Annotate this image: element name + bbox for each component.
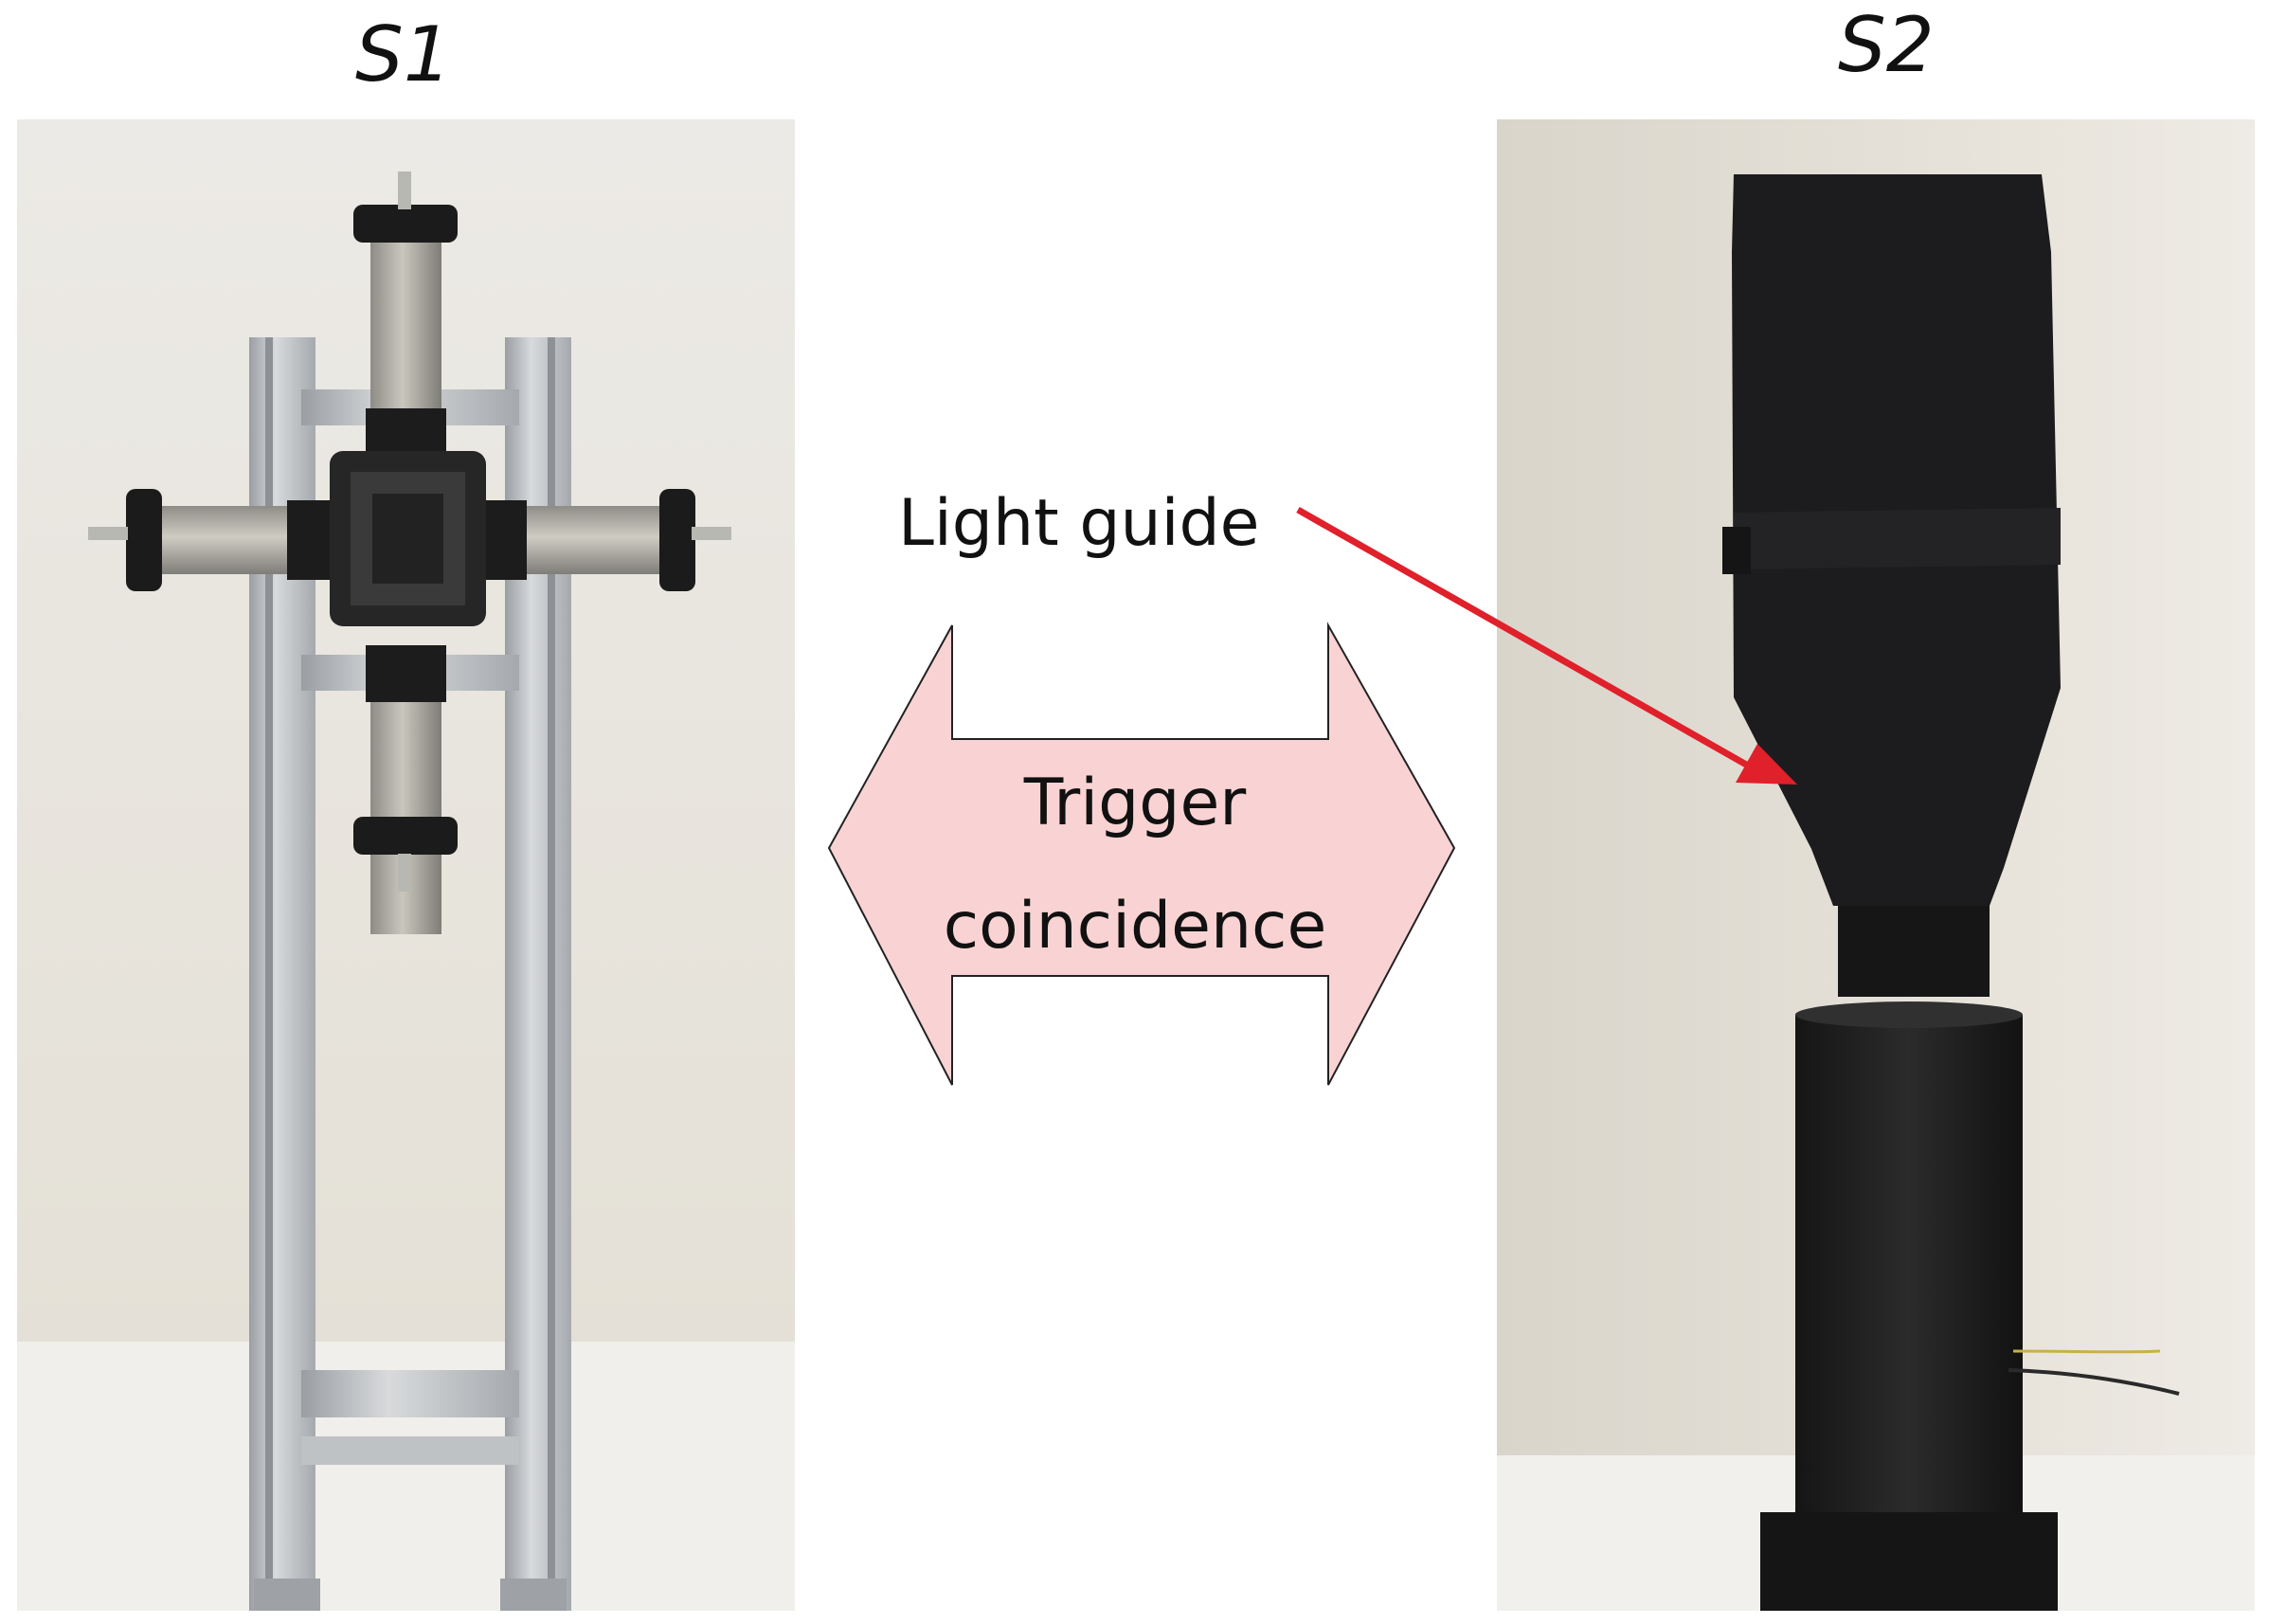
trigger-double-arrow [827, 622, 1456, 1086]
light-guide-pointer-head [1736, 744, 1797, 785]
light-guide-pointer-line [1296, 506, 1750, 769]
trigger-label-line2: coincidence [944, 889, 1327, 964]
light-guide-label: Light guide [898, 486, 1259, 561]
s1-detector-photo [17, 119, 795, 1611]
s2-label: S2 [1838, 1, 1935, 89]
s2-detector-photo [1497, 119, 2255, 1611]
s1-label: S1 [355, 10, 452, 99]
trigger-label-line1: Trigger [1023, 766, 1247, 840]
